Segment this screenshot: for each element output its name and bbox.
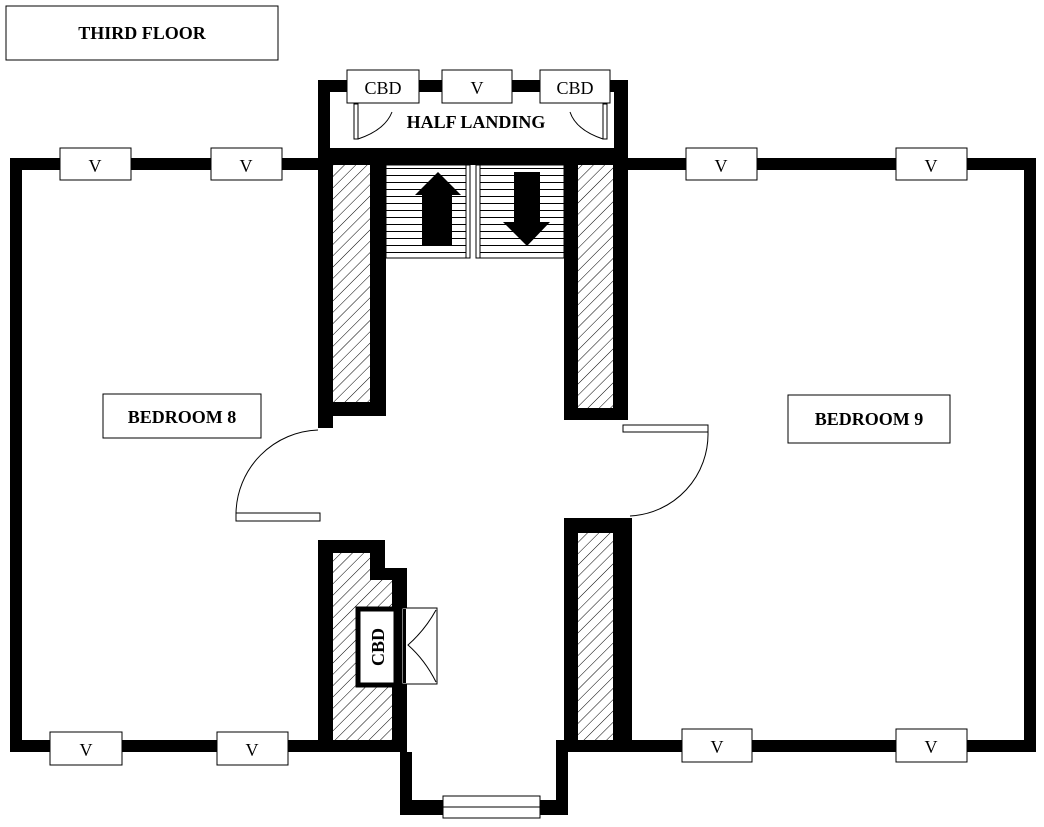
- bedroom-9-label-box: BEDROOM 9: [787, 394, 951, 444]
- window: V: [216, 731, 289, 766]
- landing-doors: [353, 103, 608, 140]
- up-arrow-icon: [415, 172, 461, 245]
- svg-text:V: V: [89, 156, 102, 176]
- hall-cupboard[interactable]: CBD: [355, 606, 438, 688]
- bedroom-8-label: BEDROOM 8: [128, 407, 237, 427]
- title-box: THIRD FLOOR: [5, 5, 279, 61]
- door-bedroom-9[interactable]: [622, 424, 709, 517]
- window: V: [685, 147, 758, 181]
- svg-text:V: V: [240, 156, 253, 176]
- bedroom-8-label-box: BEDROOM 8: [102, 393, 262, 439]
- svg-text:V: V: [246, 740, 259, 760]
- svg-text:CBD: CBD: [364, 78, 401, 98]
- half-landing-label: HALF LANDING: [407, 112, 546, 132]
- staircase: [385, 164, 565, 259]
- floor-title: THIRD FLOOR: [78, 23, 207, 43]
- hall-cupboard-label: CBD: [368, 628, 388, 666]
- window: V: [895, 147, 968, 181]
- down-arrow-icon: [503, 172, 550, 246]
- svg-text:V: V: [715, 156, 728, 176]
- window: V: [441, 69, 513, 104]
- door-bedroom-8[interactable]: [235, 429, 321, 522]
- landing-cupboard: CBD: [539, 69, 611, 104]
- window: V: [59, 147, 132, 181]
- svg-text:V: V: [925, 737, 938, 757]
- svg-text:V: V: [711, 737, 724, 757]
- bay-window: [442, 795, 541, 819]
- svg-text:V: V: [925, 156, 938, 176]
- landing-cupboard: CBD: [346, 69, 420, 104]
- svg-text:V: V: [80, 740, 93, 760]
- window: V: [210, 147, 283, 181]
- window: V: [49, 731, 123, 766]
- bedroom-9-label: BEDROOM 9: [815, 409, 924, 429]
- window: V: [895, 728, 968, 763]
- window: V: [681, 728, 753, 763]
- svg-text:V: V: [471, 78, 484, 98]
- svg-text:CBD: CBD: [556, 78, 593, 98]
- windows: V V V V V V V V V CBD CBD: [49, 69, 968, 819]
